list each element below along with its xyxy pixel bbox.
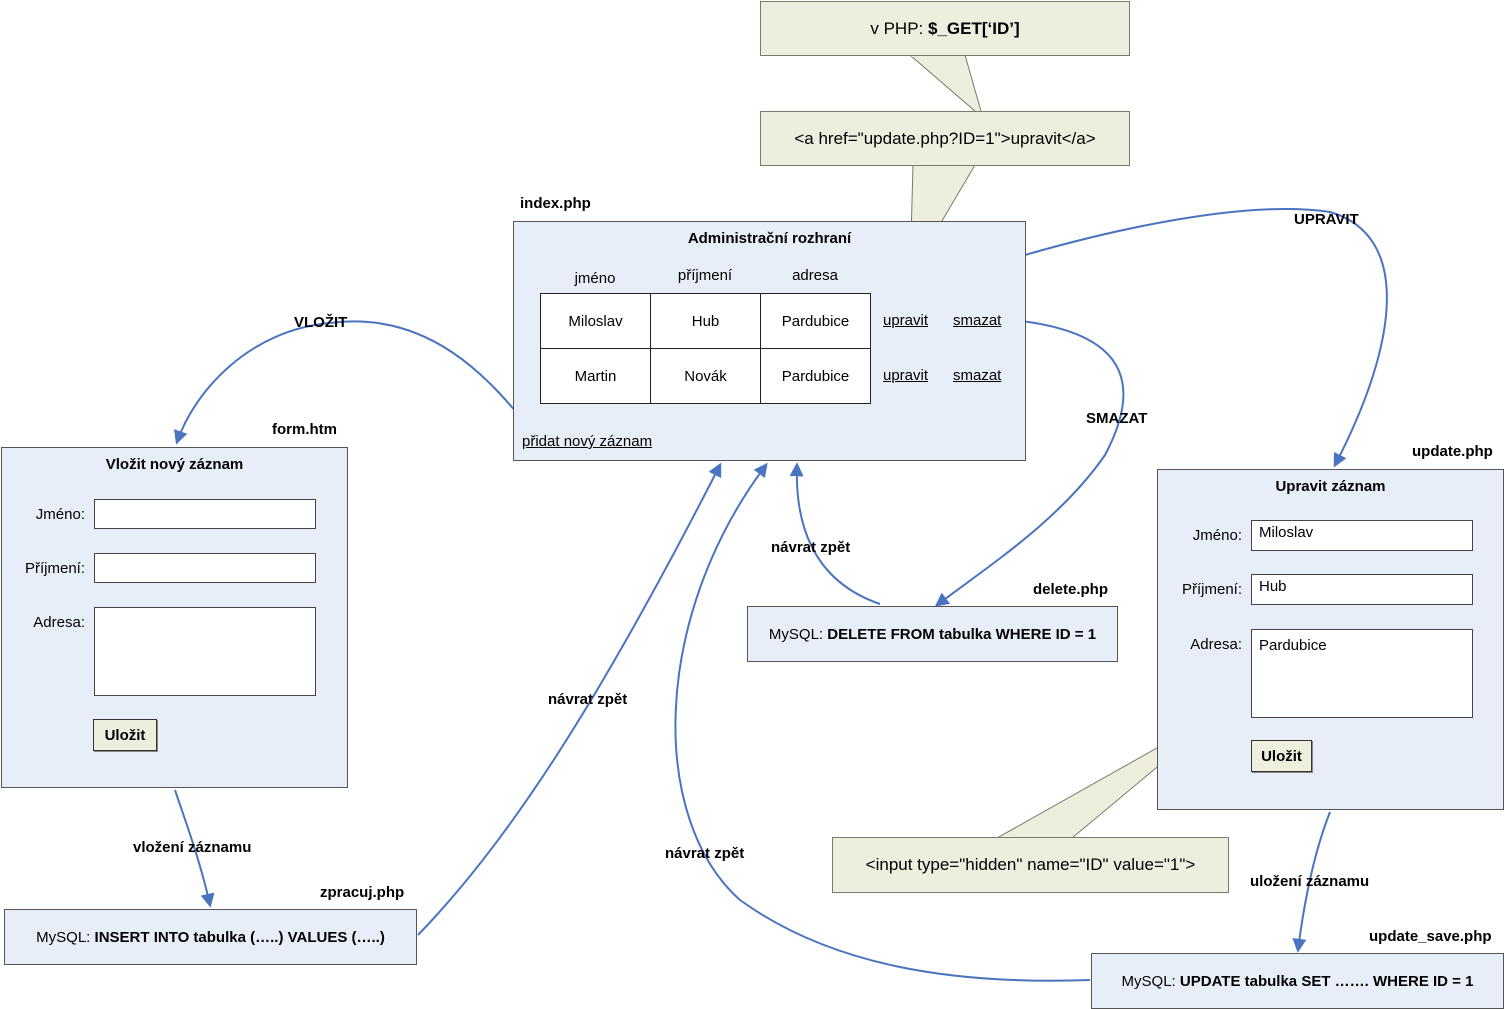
table-row: Miloslav Hub Pardubice <box>540 293 871 349</box>
form-address-textarea[interactable] <box>94 607 316 696</box>
arrow-ulozeni <box>1292 811 1331 953</box>
callout-tail-get <box>908 54 984 120</box>
update-save-sql-statement: UPDATE tabulka SET ……. WHERE ID = 1 <box>1179 972 1474 990</box>
update-title: Upravit záznam <box>1275 478 1386 495</box>
arrow-label-navrat-delete: návrat zpět <box>771 539 851 556</box>
zpracuj-file-label: zpracuj.php <box>320 884 405 901</box>
delete-link-row1[interactable]: smazat <box>953 312 1002 329</box>
zpracuj-sql-statement: INSERT INTO tabulka (…..) VALUES (…..) <box>94 928 385 946</box>
edit-link-row1[interactable]: upravit <box>883 312 929 329</box>
delete-sql-box: MySQL: DELETE FROM tabulka WHERE ID = 1 <box>747 606 1118 662</box>
arrow-smazat <box>934 319 1125 607</box>
update-save-sql-prefix: MySQL: <box>1121 972 1180 990</box>
arrow-navrat-update-save <box>674 462 1091 982</box>
delete-file-label: delete.php <box>1033 581 1109 598</box>
callout-get-prefix: v PHP: <box>870 18 928 38</box>
records-table: Miloslav Hub Pardubice Martin Novák Pard… <box>540 293 871 404</box>
form-address-label: Adresa: <box>33 614 85 631</box>
arrow-upravit <box>909 208 1388 468</box>
index-title: Administrační rozhraní <box>687 230 852 247</box>
callout-get-code: $_GET[‘ID’] <box>928 18 1020 38</box>
arrow-navrat-zpracuj <box>417 462 722 936</box>
cell-name: Miloslav <box>540 293 651 349</box>
update-surname-input[interactable]: Hub <box>1251 574 1473 605</box>
update-save-file-label: update_save.php <box>1369 928 1492 945</box>
form-file-label: form.htm <box>272 421 337 438</box>
form-surname-label: Příjmení: <box>24 560 85 577</box>
arrow-label-smazat: SMAZAT <box>1086 410 1148 427</box>
form-name-label: Jméno: <box>35 506 85 523</box>
callout-get: v PHP: $_GET[‘ID’] <box>760 1 1130 56</box>
update-save-button[interactable]: Uložit <box>1251 740 1312 772</box>
cell-surname: Novák <box>650 348 761 404</box>
col-header-surname: příjmení <box>677 267 733 284</box>
form-save-button[interactable]: Uložit <box>93 719 157 751</box>
arrow-label-vlozeni: vložení záznamu <box>133 839 252 856</box>
cell-name: Martin <box>540 348 651 404</box>
arrow-vlozit <box>174 320 528 445</box>
form-surname-input[interactable] <box>94 553 316 583</box>
delete-link-row2[interactable]: smazat <box>953 367 1002 384</box>
delete-sql-statement: DELETE FROM tabulka WHERE ID = 1 <box>827 625 1097 643</box>
arrow-label-upravit: UPRAVIT <box>1294 211 1359 228</box>
arrow-label-vlozit: VLOŽIT <box>294 314 348 331</box>
update-name-label: Jméno: <box>1192 527 1242 544</box>
callout-href-text: <a href="update.php?ID=1">upravit</a> <box>794 128 1096 148</box>
cell-surname: Hub <box>650 293 761 349</box>
arrow-vlozeni <box>174 789 215 908</box>
zpracuj-sql-prefix: MySQL: <box>36 928 95 946</box>
form-name-input[interactable] <box>94 499 316 529</box>
update-surname-label: Příjmení: <box>1181 581 1242 598</box>
arrow-label-navrat-update-save: návrat zpět <box>665 845 745 862</box>
form-panel: Vložit nový záznam Jméno: Příjmení: Adre… <box>1 447 348 788</box>
arrow-label-ulozeni: uložení záznamu <box>1250 873 1370 890</box>
update-address-label: Adresa: <box>1190 636 1242 653</box>
update-panel: Upravit záznam Jméno: Miloslav Příjmení:… <box>1157 469 1504 810</box>
update-save-sql-box: MySQL: UPDATE tabulka SET ……. WHERE ID =… <box>1091 953 1504 1009</box>
index-file-label: index.php <box>520 195 591 212</box>
cell-address: Pardubice <box>760 293 871 349</box>
callout-hidden: <input type="hidden" name="ID" value="1"… <box>832 837 1229 893</box>
col-header-address: adresa <box>792 267 838 284</box>
col-header-name: jméno <box>574 270 616 287</box>
callout-hidden-text: <input type="hidden" name="ID" value="1"… <box>865 855 1196 874</box>
add-record-link[interactable]: přidat nový záznam <box>522 433 653 450</box>
index-panel: Administrační rozhraní jméno příjmení ad… <box>513 221 1026 461</box>
arrow-label-navrat-zpracuj: návrat zpět <box>548 691 628 708</box>
callout-href: <a href="update.php?ID=1">upravit</a> <box>760 111 1130 166</box>
update-file-label: update.php <box>1412 443 1493 460</box>
zpracuj-sql-box: MySQL: INSERT INTO tabulka (…..) VALUES … <box>4 909 417 965</box>
delete-sql-prefix: MySQL: <box>768 625 828 643</box>
update-address-textarea[interactable]: Pardubice <box>1251 629 1473 718</box>
form-title: Vložit nový záznam <box>105 456 244 473</box>
edit-link-row2[interactable]: upravit <box>883 367 929 384</box>
cell-address: Pardubice <box>760 348 871 404</box>
update-name-input[interactable]: Miloslav <box>1251 520 1473 551</box>
arrow-navrat-delete <box>789 462 881 605</box>
table-row: Martin Novák Pardubice <box>540 348 871 404</box>
